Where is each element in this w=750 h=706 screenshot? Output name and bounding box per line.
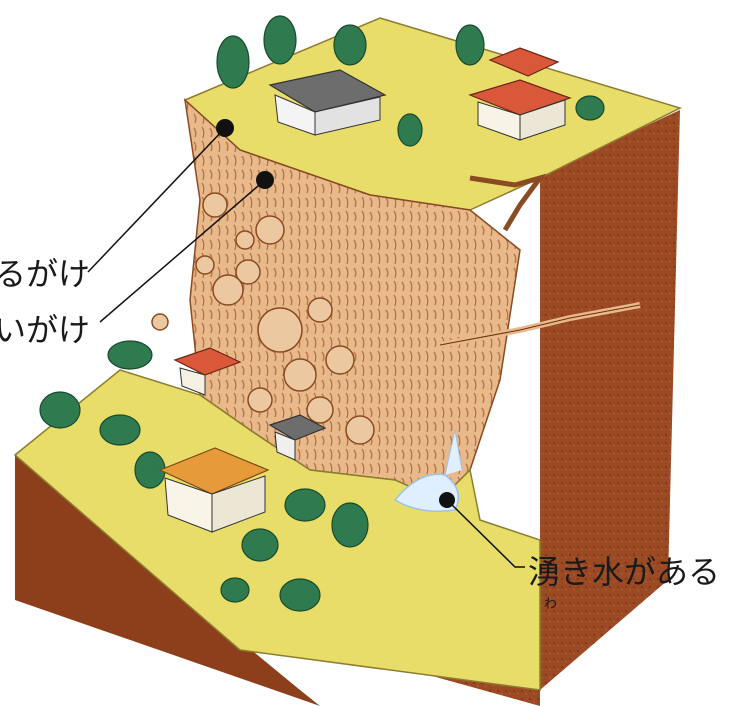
label-spring-water: 湧き水がある [528, 556, 720, 588]
label-bulge-cliff: いがけ [0, 314, 90, 346]
soil-right-wall [540, 110, 680, 690]
label-spring-water-ruby: わ [544, 598, 557, 611]
label-crack-cliff: るがけ [0, 258, 90, 290]
